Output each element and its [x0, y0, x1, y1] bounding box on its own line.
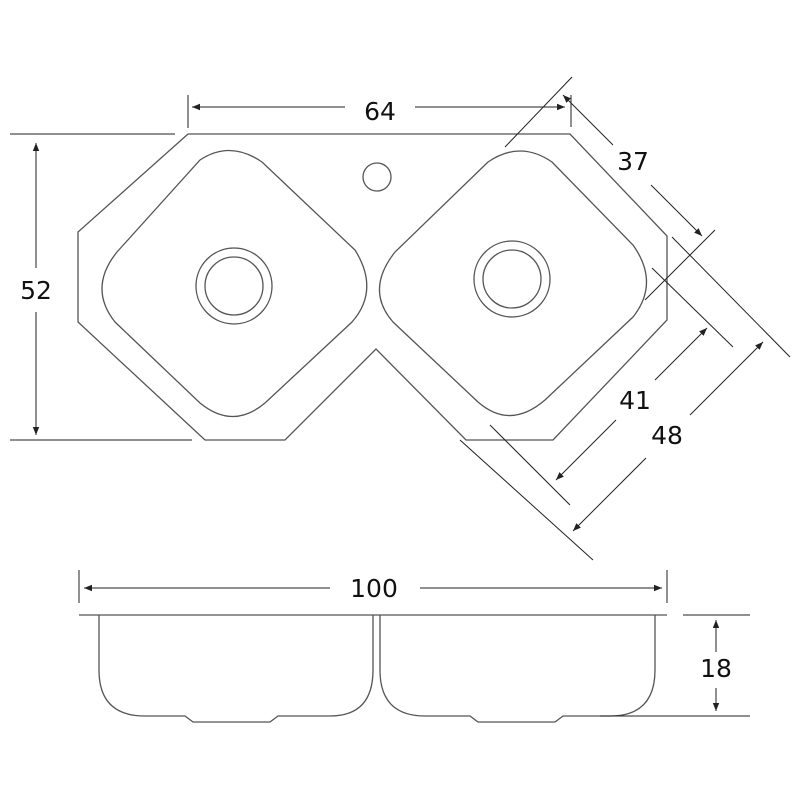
- right-bowl: [378, 150, 648, 417]
- right-bowl-profile: [379, 615, 656, 723]
- right-drain-outer: [473, 240, 551, 318]
- dimension-41: 41: [489, 267, 734, 506]
- dimension-100: 100: [78, 570, 668, 603]
- top-view: [77, 133, 668, 441]
- left-drain-outer: [195, 247, 273, 325]
- dimension-52: 52: [10, 133, 192, 441]
- dimension-18: 18: [600, 614, 750, 717]
- dimension-64: 64: [187, 95, 572, 128]
- dim-label-inner-diagonal: 41: [619, 386, 651, 415]
- dimension-37: 37: [504, 76, 716, 301]
- dim-label-top-width: 64: [364, 97, 396, 126]
- dimension-48: 48: [459, 236, 791, 561]
- dim-label-outer-diagonal: 48: [651, 421, 683, 450]
- dim-label-height: 52: [20, 276, 52, 305]
- dim-label-corner-edge: 37: [617, 147, 649, 176]
- sink-outline: [77, 133, 668, 441]
- dim-label-depth: 18: [700, 654, 732, 683]
- left-bowl-profile: [98, 615, 374, 723]
- dim-label-side-width: 100: [350, 574, 398, 603]
- left-bowl: [101, 149, 368, 417]
- side-view: [79, 614, 667, 723]
- tap-hole: [362, 162, 392, 192]
- left-drain-inner: [204, 256, 264, 316]
- right-drain-inner: [482, 249, 542, 309]
